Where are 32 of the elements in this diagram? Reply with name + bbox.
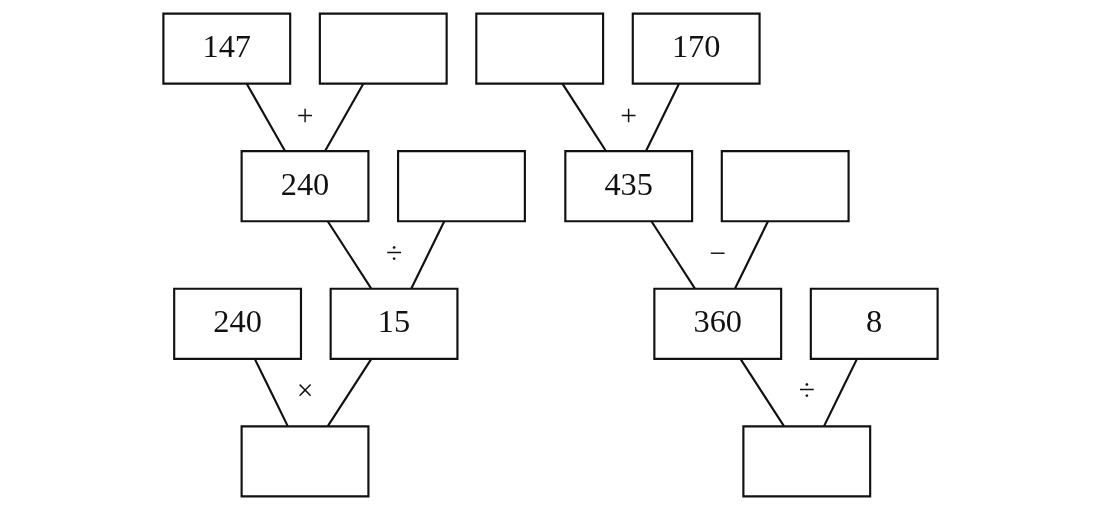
node-box [475, 12, 605, 85]
connector [823, 358, 858, 427]
node-box: 15 [329, 287, 459, 360]
label: × [296, 374, 314, 407]
connector [645, 83, 680, 152]
connector [739, 358, 785, 427]
connector [734, 220, 769, 289]
node-box [742, 425, 872, 498]
label: ÷ [798, 374, 815, 407]
connector [245, 83, 286, 152]
node-box [720, 150, 850, 223]
label: + [296, 98, 314, 131]
node-box [240, 425, 370, 498]
connector [650, 220, 696, 289]
label: − [709, 236, 727, 269]
connector [327, 358, 373, 427]
connector [253, 358, 289, 427]
node-box: 360 [653, 287, 783, 360]
connector [410, 220, 446, 289]
node-box: 147 [162, 12, 292, 85]
node-box: 240 [240, 150, 370, 223]
label: ÷ [385, 236, 403, 269]
node-box: 8 [809, 287, 939, 360]
connector [326, 220, 372, 289]
connector [324, 83, 365, 152]
node-box: 435 [564, 150, 694, 223]
node-box: 170 [631, 12, 761, 85]
node-box: 240 [173, 287, 303, 360]
node-box [397, 150, 526, 223]
label: + [620, 98, 638, 131]
node-box [318, 12, 448, 85]
connector [561, 83, 607, 152]
